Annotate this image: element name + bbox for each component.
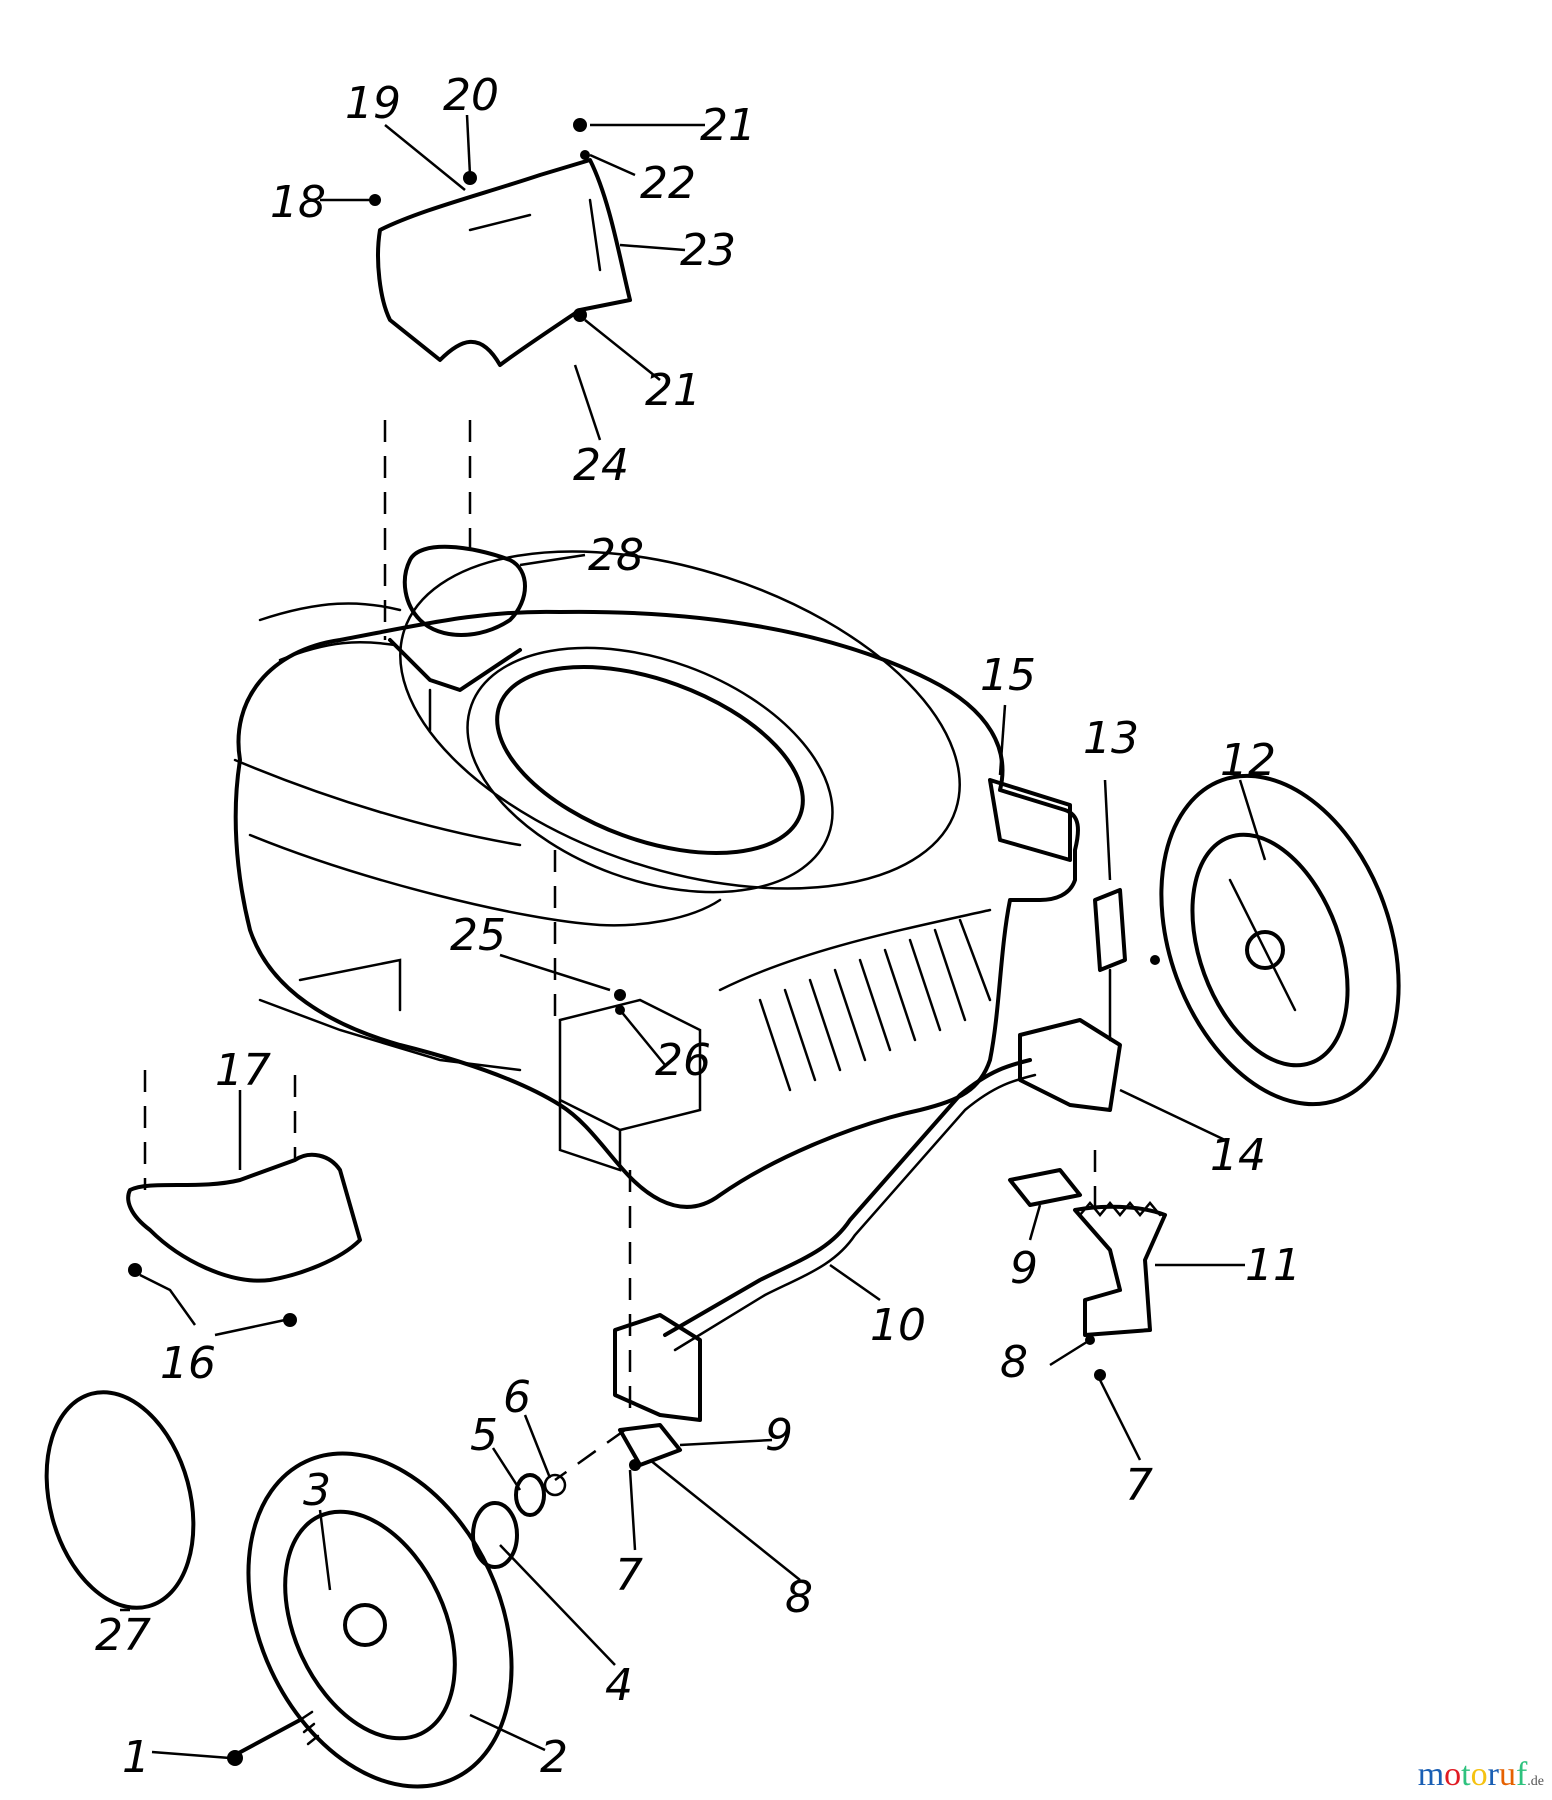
height-adjuster-lever bbox=[1073, 1204, 1167, 1337]
mower-deck bbox=[233, 550, 1080, 1209]
bearing bbox=[471, 1501, 519, 1569]
callouts: 1 2 3 4 5 6 7 7 8 8 9 9 10 11 12 13 14 1… bbox=[95, 70, 1301, 1783]
callout-8-lower: 8 bbox=[785, 1572, 813, 1623]
handle-grip bbox=[1093, 888, 1127, 972]
callout-26: 26 bbox=[655, 1035, 711, 1086]
callout-21-mid: 21 bbox=[645, 365, 701, 416]
watermark-letter: t bbox=[1461, 1756, 1471, 1793]
callout-12: 12 bbox=[1220, 735, 1276, 786]
callout-10: 10 bbox=[870, 1300, 926, 1351]
callout-23: 23 bbox=[680, 225, 736, 276]
assembly-lines bbox=[143, 420, 1097, 1482]
callout-2: 2 bbox=[540, 1732, 568, 1783]
watermark-letter: o bbox=[1444, 1756, 1462, 1793]
callout-25: 25 bbox=[450, 910, 506, 961]
watermark-letter: r bbox=[1487, 1756, 1499, 1793]
axle-bolt bbox=[233, 1718, 302, 1757]
fasteners bbox=[128, 118, 1160, 1766]
height-adjust-rod bbox=[663, 1058, 1032, 1337]
callout-7-upper: 7 bbox=[1125, 1460, 1153, 1511]
bracket-rear bbox=[613, 1313, 702, 1422]
callout-8-upper: 8 bbox=[1000, 1337, 1028, 1388]
watermark-letter: u bbox=[1498, 1756, 1516, 1793]
callout-5: 5 bbox=[470, 1410, 498, 1461]
callout-13: 13 bbox=[1083, 713, 1139, 764]
motor-cap bbox=[258, 544, 527, 732]
watermark-letter: m bbox=[1417, 1756, 1445, 1793]
callout-14: 14 bbox=[1210, 1130, 1266, 1181]
wheel-front bbox=[1159, 773, 1401, 1107]
callout-11: 11 bbox=[1245, 1240, 1301, 1291]
callout-3: 3 bbox=[303, 1465, 331, 1516]
callout-22: 22 bbox=[640, 158, 696, 209]
callout-18: 18 bbox=[270, 177, 326, 228]
wheel-rear bbox=[246, 1451, 514, 1789]
callout-17: 17 bbox=[215, 1045, 271, 1096]
callout-4: 4 bbox=[605, 1660, 633, 1711]
callout-20: 20 bbox=[443, 70, 499, 121]
callout-9-upper: 9 bbox=[1010, 1243, 1038, 1294]
spacer bbox=[514, 1473, 546, 1517]
clip-9-upper bbox=[1008, 1168, 1082, 1207]
hub-cap bbox=[44, 1390, 196, 1610]
callout-1: 1 bbox=[122, 1732, 150, 1783]
callout-9-lower: 9 bbox=[765, 1410, 793, 1461]
callout-24: 24 bbox=[573, 440, 629, 491]
callout-28: 28 bbox=[588, 530, 644, 581]
rear-flap bbox=[126, 1152, 362, 1283]
callout-27: 27 bbox=[95, 1610, 151, 1661]
watermark-letter: o bbox=[1470, 1756, 1488, 1793]
bracket-front bbox=[1018, 1018, 1122, 1112]
deck-vent-slots bbox=[758, 918, 992, 1092]
watermark-suffix: .de bbox=[1527, 1774, 1544, 1789]
watermark-letter: f bbox=[1515, 1756, 1528, 1793]
callout-16: 16 bbox=[160, 1338, 216, 1389]
callout-7-lower: 7 bbox=[615, 1550, 643, 1601]
watermark-logo: motoruf.de bbox=[1418, 1756, 1544, 1794]
washer bbox=[543, 1473, 567, 1497]
callout-15: 15 bbox=[980, 650, 1036, 701]
callout-6: 6 bbox=[503, 1372, 531, 1423]
callout-19: 19 bbox=[345, 78, 401, 129]
upper-cover bbox=[376, 158, 632, 367]
callout-21-top: 21 bbox=[700, 100, 756, 151]
clip-9-lower bbox=[618, 1423, 682, 1467]
leader-lines bbox=[120, 114, 1267, 1760]
